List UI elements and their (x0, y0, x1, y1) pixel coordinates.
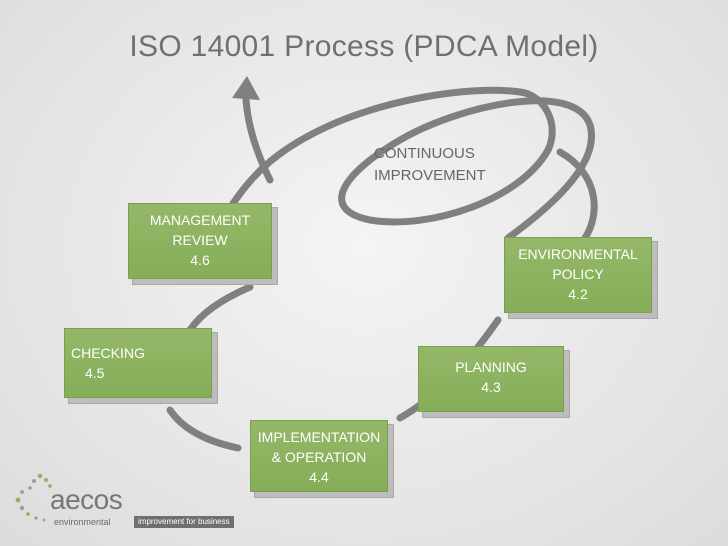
improvement-arrowhead (232, 76, 260, 100)
cycle-arc-to-policy (556, 148, 598, 242)
planning-clause: 4.3 (481, 379, 501, 395)
continuous-improvement-label: CONTINUOUS IMPROVEMENT (374, 143, 486, 187)
logo-wordmark: aecos (50, 484, 123, 515)
management-review-line1: MANAGEMENT (149, 212, 251, 228)
checking-line1: CHECKING (71, 345, 145, 361)
checking-clause: 4.5 (85, 365, 105, 381)
environmental-policy-clause: 4.2 (568, 286, 588, 302)
cycle-arc-bottom (166, 406, 242, 452)
implementation-line1: IMPLEMENTATION (257, 429, 381, 445)
aecos-logo: aecos environmental improvement for busi… (10, 468, 270, 538)
slide-title: ISO 14001 Process (PDCA Model) (129, 30, 599, 63)
continuous-improvement-line2: IMPROVEMENT (374, 167, 486, 184)
stage-implementation-operation: IMPLEMENTATION & OPERATION 4.4 (250, 420, 388, 492)
environmental-policy-line1: ENVIRONMENTAL (518, 246, 638, 262)
planning-line1: PLANNING (455, 359, 527, 375)
stage-planning: PLANNING 4.3 (418, 346, 564, 412)
environmental-policy-line2: POLICY (552, 266, 604, 282)
implementation-clause: 4.4 (309, 469, 329, 485)
logo-tagline: improvement for business (134, 516, 234, 528)
stage-checking: CHECKING 4.5 (64, 328, 212, 398)
management-review-line2: REVIEW (172, 232, 228, 248)
upward-arc-to-arrow (242, 96, 274, 184)
continuous-improvement-line1: CONTINUOUS (374, 145, 475, 162)
logo-subtitle: environmental (54, 517, 111, 527)
continuous-improvement-loop (338, 88, 595, 242)
spiral-to-arrow (228, 86, 524, 209)
stage-environmental-policy: ENVIRONMENTAL POLICY 4.2 (504, 237, 652, 313)
cycle-arc-left (186, 283, 254, 334)
implementation-line2: & OPERATION (271, 449, 367, 465)
stage-management-review: MANAGEMENT REVIEW 4.6 (128, 203, 272, 279)
management-review-clause: 4.6 (190, 252, 210, 268)
logo-dots-icon (15, 473, 52, 522)
